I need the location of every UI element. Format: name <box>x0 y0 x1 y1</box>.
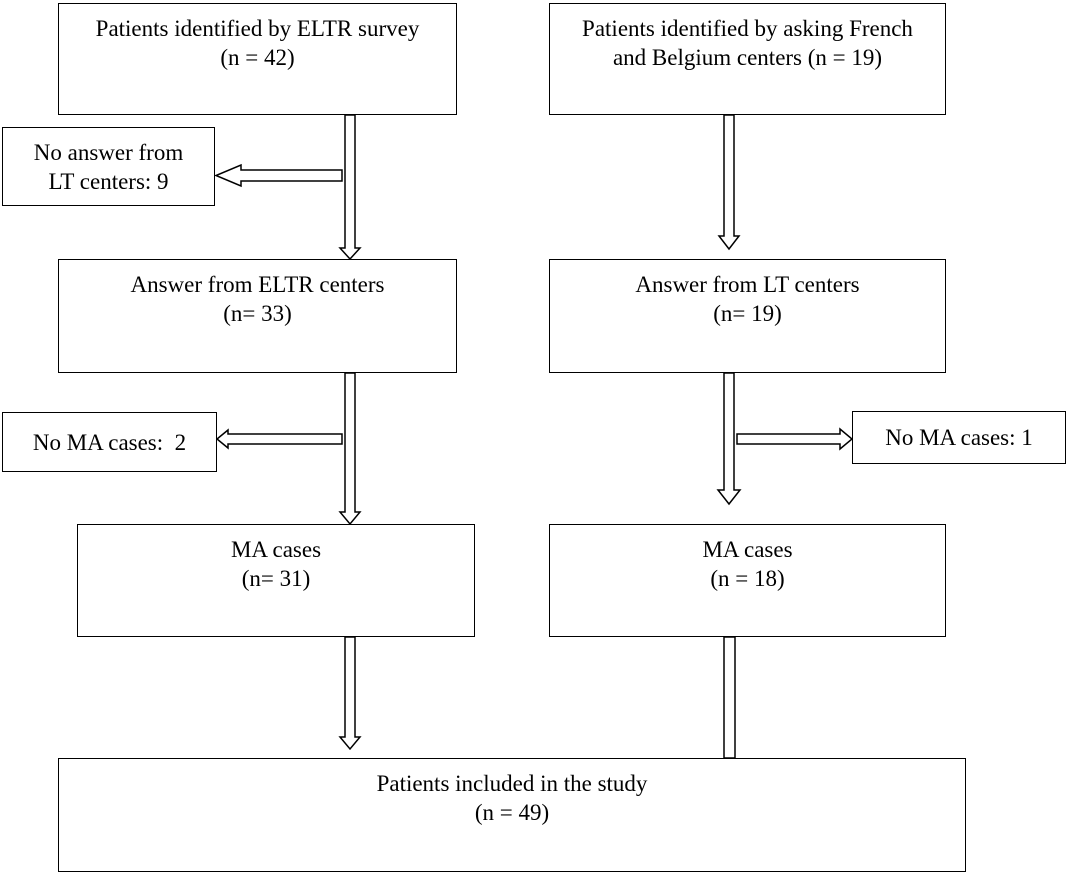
eltr-survey-box: Patients identified by ELTR survey (n = … <box>58 3 457 115</box>
answer-lt-count: (n= 19) <box>713 301 782 326</box>
french-belgium-title: Patients identified by asking French <box>582 16 913 41</box>
no-answer-count: LT centers: 9 <box>48 168 169 194</box>
french-belgium-count: and Belgium centers (n = 19) <box>612 45 883 70</box>
arrow-answer-to-ma-right <box>716 372 742 506</box>
arrow-ma-right-to-included <box>723 636 736 759</box>
ma-left-title: MA cases <box>230 537 322 562</box>
answer-eltr-box: Answer from ELTR centers (n= 33) <box>58 259 457 373</box>
answer-lt-box: Answer from LT centers (n= 19) <box>549 259 946 373</box>
arrow-eltr-to-answer <box>338 114 362 261</box>
ma-right-title: MA cases <box>702 537 793 562</box>
ma-left-box: MA cases (n= 31) <box>77 524 475 637</box>
french-belgium-box: Patients identified by asking French and… <box>549 3 946 115</box>
answer-eltr-title: Answer from ELTR centers <box>130 272 385 297</box>
included-title: Patients included in the study <box>376 771 648 796</box>
eltr-survey-title: Patients identified by ELTR survey <box>95 16 420 41</box>
arrow-answer-to-ma-left <box>338 372 362 526</box>
arrow-no-answer <box>214 163 343 188</box>
no-ma-right-label: No MA cases: 1 <box>885 425 1033 450</box>
included-box: Patients included in the study (n = 49) <box>58 758 966 872</box>
no-answer-box: No answer from LT centers: 9 <box>2 127 215 206</box>
answer-eltr-count: (n= 33) <box>223 301 292 326</box>
included-count: (n = 49) <box>474 800 550 825</box>
arrow-no-ma-left <box>215 428 343 450</box>
no-ma-left-box: No MA cases: 2 <box>2 412 217 472</box>
arrow-ma-left-to-included <box>338 636 362 751</box>
no-ma-right-box: No MA cases: 1 <box>852 411 1066 464</box>
no-ma-left-label: No MA cases: 2 <box>32 429 187 455</box>
ma-right-count: (n = 18) <box>710 566 785 591</box>
arrow-french-to-answer <box>717 114 741 251</box>
eltr-survey-count: (n = 42) <box>220 45 295 70</box>
ma-right-box: MA cases (n = 18) <box>549 524 946 637</box>
answer-lt-title: Answer from LT centers <box>635 272 860 297</box>
no-answer-title: No answer from <box>33 139 184 165</box>
arrow-no-ma-right <box>736 427 854 451</box>
ma-left-count: (n= 31) <box>241 566 311 591</box>
